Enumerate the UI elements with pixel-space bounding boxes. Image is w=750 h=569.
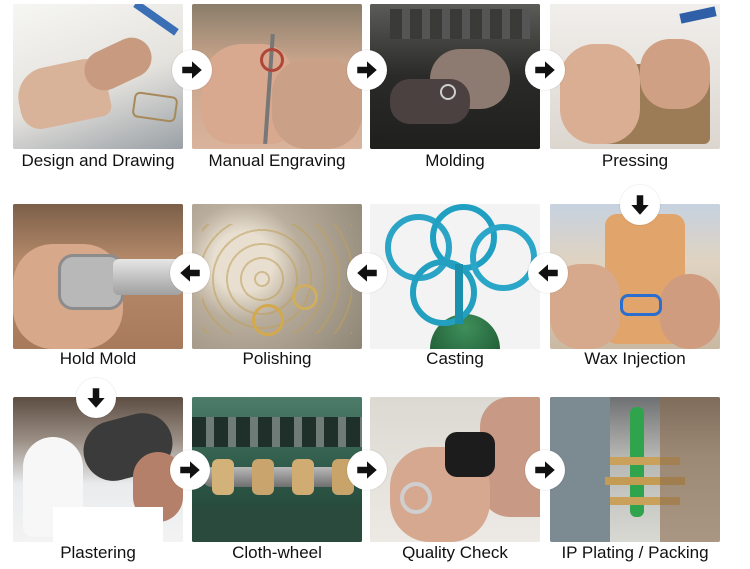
step-caption-plastering: Plastering xyxy=(60,543,136,562)
arrow-left-icon xyxy=(528,253,568,293)
wax-injection-photo xyxy=(550,204,720,349)
arrow-left-icon xyxy=(170,253,210,293)
arrow-left-icon xyxy=(347,253,387,293)
arrow-right-icon xyxy=(170,450,210,490)
arrow-down-icon xyxy=(76,378,116,418)
step-caption-quality-check: Quality Check xyxy=(402,543,508,562)
quality-check-photo xyxy=(370,397,540,542)
polishing-photo xyxy=(192,204,362,349)
step-caption-wax-injection: Wax Injection xyxy=(584,349,686,368)
arrow-right-icon xyxy=(172,50,212,90)
ip-plating-packing-photo xyxy=(550,397,720,542)
manual-engraving-photo xyxy=(192,4,362,149)
molding-photo xyxy=(370,4,540,149)
casting-photo xyxy=(370,204,540,349)
pressing-photo xyxy=(550,4,720,149)
step-caption-manual-engraving: Manual Engraving xyxy=(208,151,346,170)
step-caption-pressing: Pressing xyxy=(601,151,669,170)
design-drawing-photo xyxy=(13,4,183,149)
step-caption-hold-mold: Hold Mold xyxy=(59,349,137,368)
step-caption-molding: Molding xyxy=(425,151,485,170)
cloth-wheel-photo xyxy=(192,397,362,542)
arrow-right-icon xyxy=(525,50,565,90)
arrow-right-icon xyxy=(347,450,387,490)
arrow-right-icon xyxy=(525,450,565,490)
arrow-right-icon xyxy=(347,50,387,90)
step-caption-polishing: Polishing xyxy=(242,349,312,368)
step-caption-ip-plating-packing: IP Plating / Packing xyxy=(561,543,709,562)
hold-mold-photo xyxy=(13,204,183,349)
plastering-photo xyxy=(13,397,183,542)
arrow-down-icon xyxy=(620,185,660,225)
step-caption-design-drawing: Design and Drawing xyxy=(21,151,175,170)
step-caption-cloth-wheel: Cloth-wheel xyxy=(232,543,322,562)
step-caption-casting: Casting xyxy=(426,349,484,368)
